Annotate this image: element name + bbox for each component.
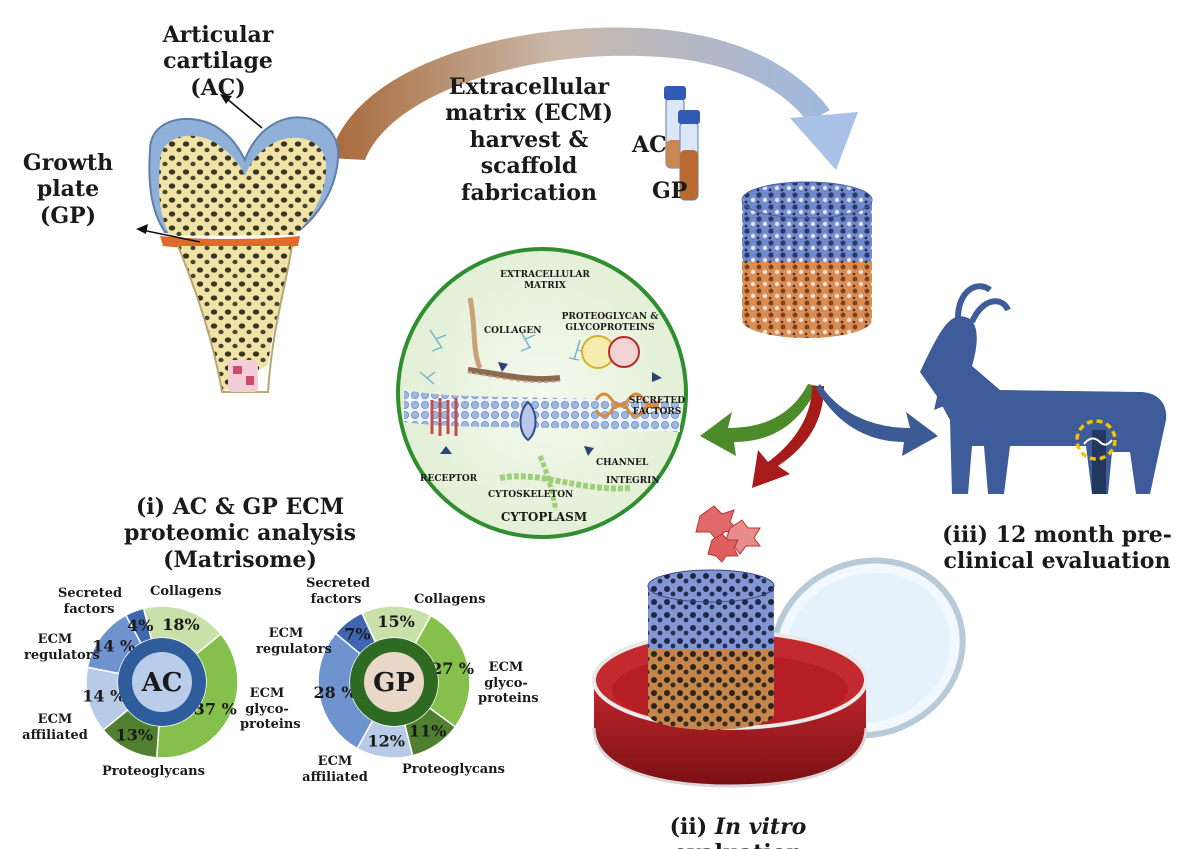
- gp-value-label-ecm-regulators: 28 %: [314, 683, 357, 702]
- gp-matrisome-donut: 15% 27 % 11%12% 28 % 7% GP: [314, 605, 474, 759]
- ecm-inset-illustration: [396, 247, 688, 539]
- ac-value-label-proteoglycans: 13%: [116, 725, 153, 744]
- ac-value-label-ecm-glycoproteins: 37 %: [194, 700, 237, 719]
- inset-channel-label: CHANNEL: [596, 458, 649, 468]
- petri-dish-illustration: [592, 557, 966, 788]
- in-vitro-suffix: evaluation: [674, 840, 803, 849]
- ac-matrisome-donut: 18%37 %13%14 %14 %4%AC: [82, 605, 239, 759]
- preclinical-evaluation-label: (iii) 12 month pre-clinical evaluation: [942, 522, 1172, 575]
- inset-cytoplasm-label: CYTOPLASM: [500, 510, 588, 524]
- ac-value-label-secreted-factors: 4%: [127, 616, 153, 635]
- cells-illustration: [695, 505, 761, 563]
- sample-tubes: [664, 86, 700, 201]
- inset-integrin-label: INTEGRIN: [606, 476, 660, 486]
- ac-value-label-collagens: 18%: [162, 615, 199, 634]
- in-vitro-italic: In vitro: [714, 814, 807, 840]
- inset-cytoskeleton-label: CYTOSKELETON: [488, 490, 574, 500]
- gp-value-label-secreted-factors: 7%: [344, 624, 370, 643]
- ac-proteoglycans-label: Proteoglycans: [102, 764, 205, 779]
- gp-ecm-regulators-label: ECM regulators: [256, 626, 332, 657]
- ac-center-label: AC: [141, 668, 183, 698]
- ac-value-label-ecm-affiliated: 14 %: [82, 687, 125, 706]
- ecm-harvest-label: Extracellular matrix (ECM) harvest & sca…: [445, 74, 613, 206]
- gp-proteoglycans-label: Proteoglycans: [402, 762, 505, 777]
- in-vitro-evaluation-label: (ii) In vitro evaluation: [608, 814, 868, 849]
- inset-collagen-label: COLLAGEN: [484, 326, 542, 336]
- inset-extracellular-matrix-label: EXTRACELLULAR MATRIX: [500, 270, 590, 291]
- articular-cartilage-label: Articular cartilage (AC): [162, 22, 274, 101]
- femur-bone-illustration: [136, 94, 340, 393]
- ac-value-label-ecm-regulators: 14 %: [92, 636, 135, 655]
- gp-value-label-ecm-affiliated: 12%: [368, 732, 405, 751]
- ac-ecm-affiliated-label: ECM affiliated: [22, 712, 88, 743]
- in-vitro-prefix: (ii): [669, 814, 715, 840]
- ac-collagens-label: Collagens: [150, 584, 222, 599]
- gp-value-label-collagens: 15%: [377, 612, 414, 631]
- harvest-arc-arrow: [330, 27, 858, 170]
- gp-center-label: GP: [373, 668, 415, 698]
- ac-ecm-regulators-label: ECM regulators: [24, 632, 100, 663]
- gp-ecm-affiliated-label: ECM affiliated: [302, 754, 368, 785]
- gp-collagens-label: Collagens: [414, 592, 486, 607]
- scaffold-cylinder: [741, 181, 873, 338]
- tube-gp-label: GP: [652, 178, 688, 204]
- gp-secreted-factors-label: Secreted factors: [306, 576, 371, 607]
- ac-center-hub: [132, 652, 192, 712]
- tube-ac-label: AC: [632, 132, 667, 158]
- ac-ecm-glycoproteins-label: ECM glyco-proteins: [240, 686, 301, 733]
- inset-proteoglycan-label: PROTEOGLYCAN & GLYCOPROTEINS: [561, 312, 659, 333]
- growth-plate-label: Growth plate (GP): [22, 150, 114, 229]
- goat-illustration: [920, 283, 1167, 494]
- ac-secreted-factors-label: Secreted factors: [58, 586, 123, 617]
- gp-value-label-ecm-glycoproteins: 27 %: [431, 659, 474, 678]
- evaluation-arrows: [700, 384, 938, 488]
- gp-ecm-glycoproteins-label: ECM glyco-proteins: [478, 660, 539, 707]
- inset-receptor-label: RECEPTOR: [420, 474, 478, 484]
- gp-value-label-proteoglycans: 11%: [409, 722, 446, 741]
- inset-secreted-factors-label: SECRETED FACTORS: [628, 396, 686, 417]
- proteomic-analysis-title: (i) AC & GP ECM proteomic analysis (Matr…: [124, 494, 356, 573]
- gp-center-hub: [364, 652, 424, 712]
